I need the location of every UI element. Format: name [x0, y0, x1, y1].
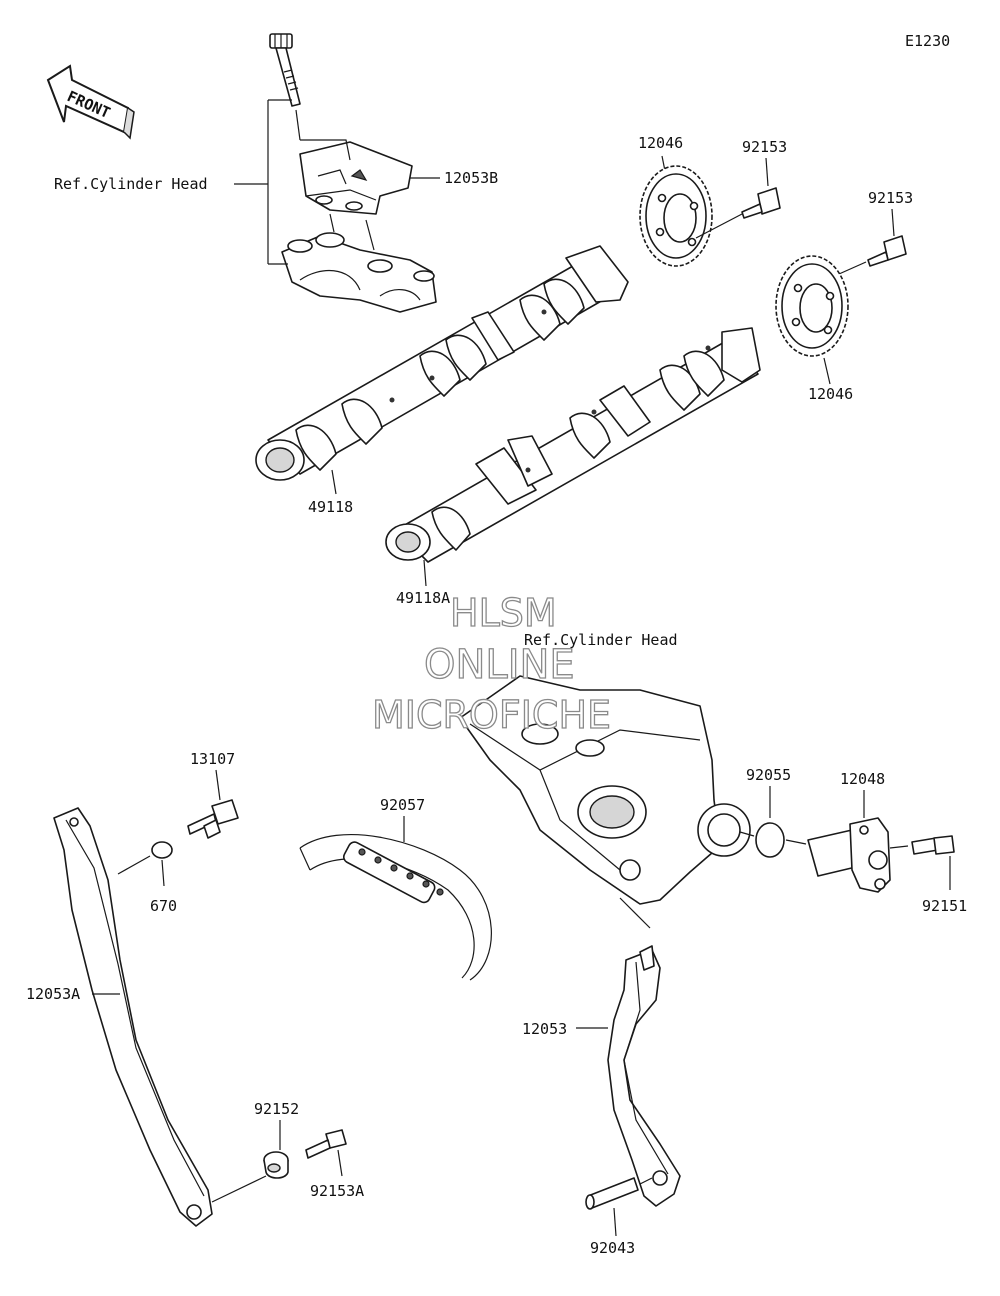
label-92055: 92055	[746, 766, 791, 784]
front-arrow-icon: FRONT	[46, 64, 135, 140]
cylinder-head	[459, 675, 751, 929]
label-92153-left: 92153	[742, 138, 787, 156]
watermark-line1: HLSM	[450, 591, 557, 635]
cam-chain-tensioner	[807, 817, 891, 893]
label-12048: 12048	[840, 770, 885, 788]
camshaft-49118	[255, 245, 629, 481]
cam-sprocket-left	[639, 165, 713, 267]
watermark: HLSM ONLINE MICROFICHE	[371, 590, 611, 737]
label-92152: 92152	[254, 1100, 299, 1118]
tensioner-bolt	[911, 835, 955, 855]
sprocket-bolt-left	[741, 187, 781, 219]
label-92043: 92043	[590, 1239, 635, 1257]
label-49118A: 49118A	[396, 589, 450, 607]
watermark-line2: ONLINE	[424, 642, 575, 688]
tensioner-o-ring	[755, 822, 785, 858]
label-92057: 92057	[380, 796, 425, 814]
label-92153-right: 92153	[868, 189, 913, 207]
camshaft-holder-upper	[299, 141, 413, 215]
cam-chain	[299, 834, 492, 981]
guide-bolt-13107	[187, 799, 239, 839]
label-13107: 13107	[190, 750, 235, 768]
label-12046-right: 12046	[808, 385, 853, 403]
camshaft-cap-bolt	[269, 33, 301, 107]
bolt-92153A	[305, 1129, 347, 1159]
label-92153A: 92153A	[310, 1182, 364, 1200]
label-12053: 12053	[522, 1020, 567, 1038]
cam-sprocket-right	[775, 255, 849, 357]
sprocket-bolt-right	[867, 235, 907, 267]
collar-92152	[263, 1151, 289, 1179]
label-49118: 49118	[308, 498, 353, 516]
camshaft-49118A	[385, 327, 761, 563]
chain-guide-12053	[607, 945, 681, 1207]
diagram-code: E1230	[905, 32, 950, 50]
label-12053B: 12053B	[444, 169, 498, 187]
label-12053A: 12053A	[26, 985, 80, 1003]
watermark-line3: MICROFICHE	[372, 693, 611, 737]
guide-pin-92043	[585, 1177, 639, 1210]
camshaft-holder-lower	[281, 232, 437, 313]
label-670: 670	[150, 897, 177, 915]
ref-cylinder-head-top: Ref.Cylinder Head	[54, 175, 208, 193]
washer-670	[151, 841, 173, 859]
ref-cylinder-head-mid: Ref.Cylinder Head	[524, 631, 678, 649]
chain-guide-12053A	[53, 807, 213, 1227]
label-12046-left: 12046	[638, 134, 683, 152]
label-92151: 92151	[922, 897, 967, 915]
